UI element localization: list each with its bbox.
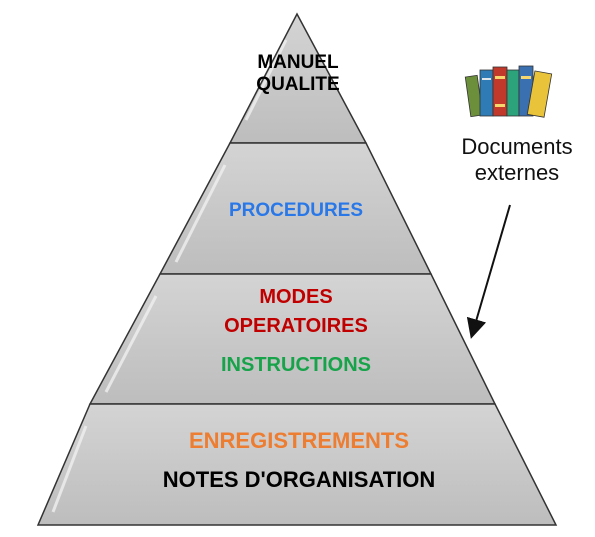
manuel-line-1: MANUEL xyxy=(257,52,339,73)
enregistrements-line: ENREGISTREMENTS xyxy=(188,428,410,453)
procedures-line-1: PROCEDURES xyxy=(228,200,364,221)
tier-enregistrements-shape xyxy=(36,403,558,526)
manuel-line-2: QUALITE xyxy=(256,73,340,95)
instructions-line: INSTRUCTIONS xyxy=(221,354,371,376)
notes-line: NOTES D'ORGANISATION xyxy=(162,467,436,493)
books-icon xyxy=(464,65,553,118)
tier-procedures-label: PROCEDURES xyxy=(160,200,432,222)
tier-modes-label: MODES OPERATOIRES INSTRUCTIONS xyxy=(120,286,472,377)
external-docs-line-1: Documents xyxy=(461,134,573,159)
external-arrow xyxy=(466,204,511,339)
external-docs-label: Documents externes xyxy=(452,134,582,187)
modes-line-2: OPERATOIRES xyxy=(224,315,368,337)
tier-enregistrements-label: ENREGISTREMENTS NOTES D'ORGANISATION xyxy=(60,428,538,493)
tier-manuel-label: MANUEL QUALITE xyxy=(236,52,360,96)
modes-line-1: MODES xyxy=(259,286,333,308)
external-docs-line-2: externes xyxy=(474,160,560,186)
